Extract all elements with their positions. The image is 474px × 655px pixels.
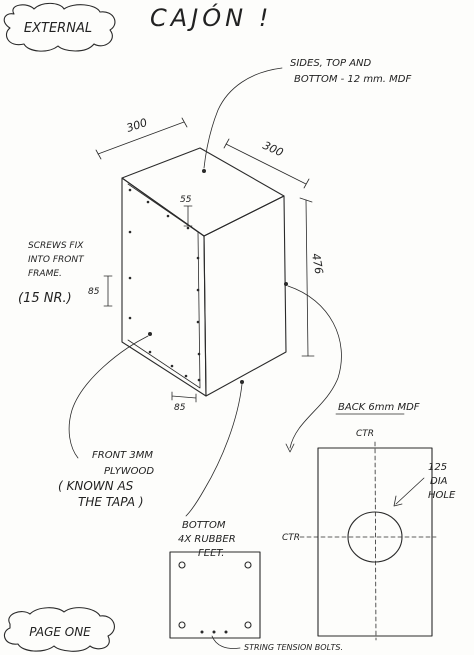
page-one-cloud [3, 607, 115, 652]
screws-note-line4: (15 NR.) [18, 291, 72, 306]
hole-note-line1: 125 [428, 462, 447, 473]
sides-leader [203, 67, 283, 169]
dim-bottom-offset: 85 [174, 403, 186, 413]
hole-note-line2: DIA [430, 476, 448, 487]
dim-height-line [305, 199, 309, 357]
sound-hole [347, 511, 403, 563]
bolts-leader [211, 635, 241, 649]
box-front-face [121, 177, 207, 397]
hole-note-line3: HOLE [428, 490, 456, 501]
bottom-note-line2: 4X RUBBER [178, 534, 236, 545]
sides-note-line1: SIDES, TOP AND [290, 58, 372, 69]
front-leader [68, 335, 149, 459]
bottom-view-square [169, 551, 261, 639]
box-side-face [203, 195, 287, 397]
bolts-label: STRING TENSION BOLTS. [244, 643, 343, 652]
front-note-line1: FRONT 3MM [92, 450, 153, 461]
bottom-note-line3: FEET. [198, 548, 225, 559]
page-one-label: PAGE ONE [29, 625, 91, 639]
bottom-leader-dot [240, 380, 244, 384]
dim-width-label: 300 [125, 116, 149, 135]
dim-depth-line [225, 143, 307, 185]
dim-depth-label: 300 [261, 139, 285, 159]
screws-note-line1: SCREWS FIX [28, 241, 84, 251]
tapa-inner-edge [127, 183, 201, 389]
sides-leader-dot [202, 169, 206, 173]
screws-note-line2: INTO FRONT [28, 255, 85, 265]
ctr-top-label: CTR [356, 429, 374, 439]
dim-top-offset: 55 [180, 195, 192, 205]
dim-bottom-offset-line [171, 391, 197, 403]
front-leader-dot [148, 332, 152, 336]
back-leader-dot [284, 282, 288, 286]
back-panel [317, 447, 433, 637]
rubber-feet [178, 561, 252, 629]
sides-note-line2: BOTTOM - 12 mm. MDF [294, 74, 411, 85]
bottom-leader [185, 383, 243, 517]
front-note-line3: ( KNOWN AS [58, 479, 134, 493]
external-label: EXTERNAL [24, 21, 92, 36]
ctr-left-label: CTR [282, 533, 300, 543]
front-note-line4: THE TAPA ) [78, 495, 144, 509]
front-frame-screws [128, 188, 201, 382]
dim-side-offset: 85 [88, 287, 100, 297]
back-leader [287, 285, 342, 449]
page-title: CAJÓN ! [150, 2, 272, 32]
external-cloud [3, 2, 116, 52]
bottom-note-line1: BOTTOM [182, 520, 226, 531]
front-note-line2: PLYWOOD [104, 466, 154, 477]
hole-leader [395, 477, 425, 505]
screws-note-line3: FRAME. [28, 269, 62, 279]
back-centre-vertical [374, 441, 377, 641]
dim-height-label: 476 [309, 252, 325, 275]
dim-side-offset-line [103, 275, 113, 307]
tension-bolt-marks [200, 630, 228, 634]
back-label: BACK 6mm MDF [338, 402, 420, 413]
dim-width-line [97, 121, 185, 155]
